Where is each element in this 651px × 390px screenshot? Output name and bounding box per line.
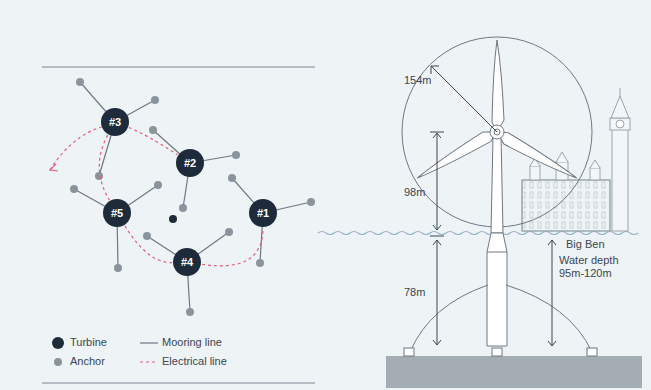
turbine-number: #5 [111, 207, 123, 219]
legend-text: Turbine [70, 336, 107, 349]
anchors [70, 78, 315, 316]
anchor-block [587, 348, 597, 356]
legend-swatch [54, 358, 62, 366]
anchor-block [492, 348, 502, 356]
dimension-label: 154m [404, 74, 444, 87]
rule [42, 383, 315, 384]
legend-swatch [52, 337, 64, 349]
electrical-line [129, 128, 178, 155]
landmark-label: Big Ben [566, 238, 626, 251]
legend-swatch [140, 342, 158, 343]
water-surface [318, 232, 638, 235]
export-cable [50, 127, 102, 170]
legend-text: Mooring line [162, 336, 222, 349]
anchor-block [404, 348, 414, 356]
rule [42, 67, 315, 68]
turbine-number: #3 [109, 116, 121, 128]
electrical-line [202, 228, 263, 266]
dimension-lines [430, 66, 556, 346]
turbine-circle: #3 [101, 108, 129, 136]
electrical-line [125, 226, 172, 263]
tower [491, 136, 503, 233]
spar-floater [487, 233, 507, 346]
mooring-line [506, 285, 592, 352]
mooring-lines [74, 82, 311, 312]
turbine-circle: #2 [176, 149, 204, 177]
legend-text: Anchor [70, 355, 105, 368]
turbine-number: #2 [184, 157, 196, 169]
depth-label: Water depth 95m-120m [559, 254, 629, 280]
substation-dot [169, 215, 177, 223]
turbine-circle: #5 [103, 199, 131, 227]
turbine-circle: #1 [249, 199, 277, 227]
legend-text: Electrical line [162, 355, 227, 368]
dimension-label: 98m [404, 186, 434, 199]
seabed [386, 356, 642, 388]
dimension-label: 78m [404, 286, 434, 299]
turbine-number: #1 [257, 207, 269, 219]
legend-swatch [140, 361, 158, 362]
turbine-circle: #4 [173, 248, 201, 276]
export-cable-head [50, 164, 58, 171]
blades [414, 40, 579, 184]
spar-seam [487, 252, 507, 253]
electrical-line [99, 135, 109, 200]
turbine-number: #4 [181, 256, 193, 268]
